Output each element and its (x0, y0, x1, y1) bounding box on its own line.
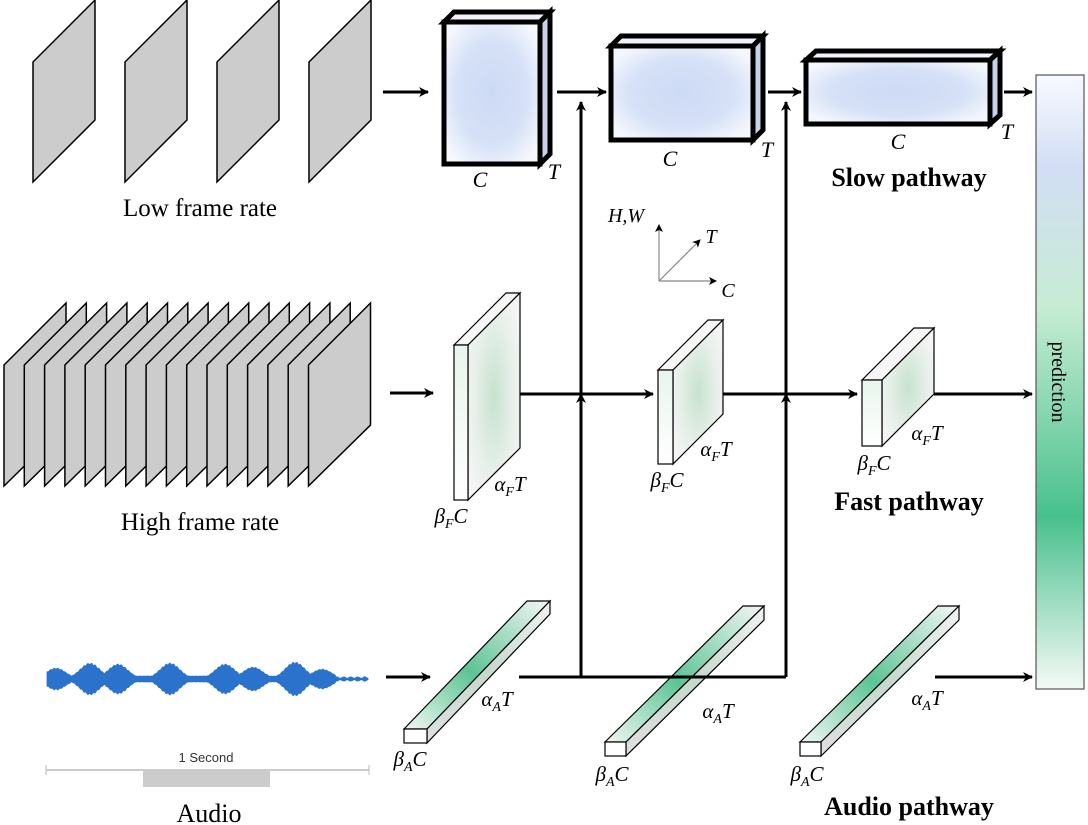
fast-block-2-width-label: βFC (649, 468, 684, 496)
fast-block-3-depth-label: αFT (911, 421, 944, 449)
slow-block-2-depth-label: T (761, 137, 775, 162)
slow-block-2 (604, 29, 770, 147)
fast-pathway-title: Fast pathway (834, 487, 984, 516)
video-frame (216, 0, 280, 184)
high-frame-rate-label: High frame rate (121, 509, 279, 536)
video-frame (32, 0, 96, 184)
axis-vertical-label: H,W (607, 205, 646, 227)
audio-block-2-depth-label: αAT (702, 699, 735, 727)
audio-block-1-depth-label: αAT (481, 687, 514, 715)
slow-block-3 (799, 45, 1007, 130)
axis-horizontal-label: C (721, 280, 735, 302)
audio-block-2-width-label: βAC (594, 762, 629, 790)
slow-block-3-width-label: C (891, 129, 906, 154)
fast-block-2 (656, 318, 725, 466)
audio-waveform (46, 661, 369, 697)
high-frame-rate-frames (3, 301, 372, 488)
fast-block-1-depth-label: αFT (494, 472, 527, 500)
fast-block-3 (860, 326, 936, 448)
low-frame-rate-frames (32, 0, 372, 184)
audio-block-3-width-label: βAC (789, 762, 824, 790)
slow-block-3-depth-label: T (1001, 119, 1015, 144)
axes-legend: H,W T C (607, 205, 735, 302)
slow-block-2-width-label: C (663, 146, 678, 171)
audio-block-2 (603, 604, 766, 758)
fast-block-2-depth-label: αFT (700, 437, 733, 465)
prediction-label: prediction (1047, 341, 1069, 422)
video-frame (307, 301, 372, 488)
video-frame (124, 0, 188, 184)
audio-block-3-depth-label: αAT (911, 686, 944, 714)
fast-block-3-width-label: βFC (856, 451, 891, 479)
one-second-label: 1 Second (179, 750, 234, 765)
fast-block-1 (452, 291, 522, 502)
slow-pathway-title: Slow pathway (831, 163, 986, 192)
audio-block-1 (402, 599, 552, 745)
axis-depth-arrow (658, 239, 701, 282)
audio-label: Audio (177, 799, 242, 825)
audio-block-1-width-label: βAC (392, 747, 427, 775)
video-frame (308, 0, 372, 184)
slow-block-1-width-label: C (473, 167, 488, 192)
audio-block-3 (798, 604, 961, 758)
slow-block-1-depth-label: T (548, 159, 562, 184)
fast-block-1-width-label: βFC (433, 504, 468, 532)
low-frame-rate-label: Low frame rate (123, 195, 277, 222)
prediction-bar (1035, 74, 1085, 690)
axis-depth-label: T (705, 226, 718, 248)
slow-block-1 (437, 5, 557, 171)
one-second-bar (143, 771, 270, 787)
audio-pathway-title: Audio pathway (824, 792, 994, 821)
waveform-shape (46, 661, 369, 697)
